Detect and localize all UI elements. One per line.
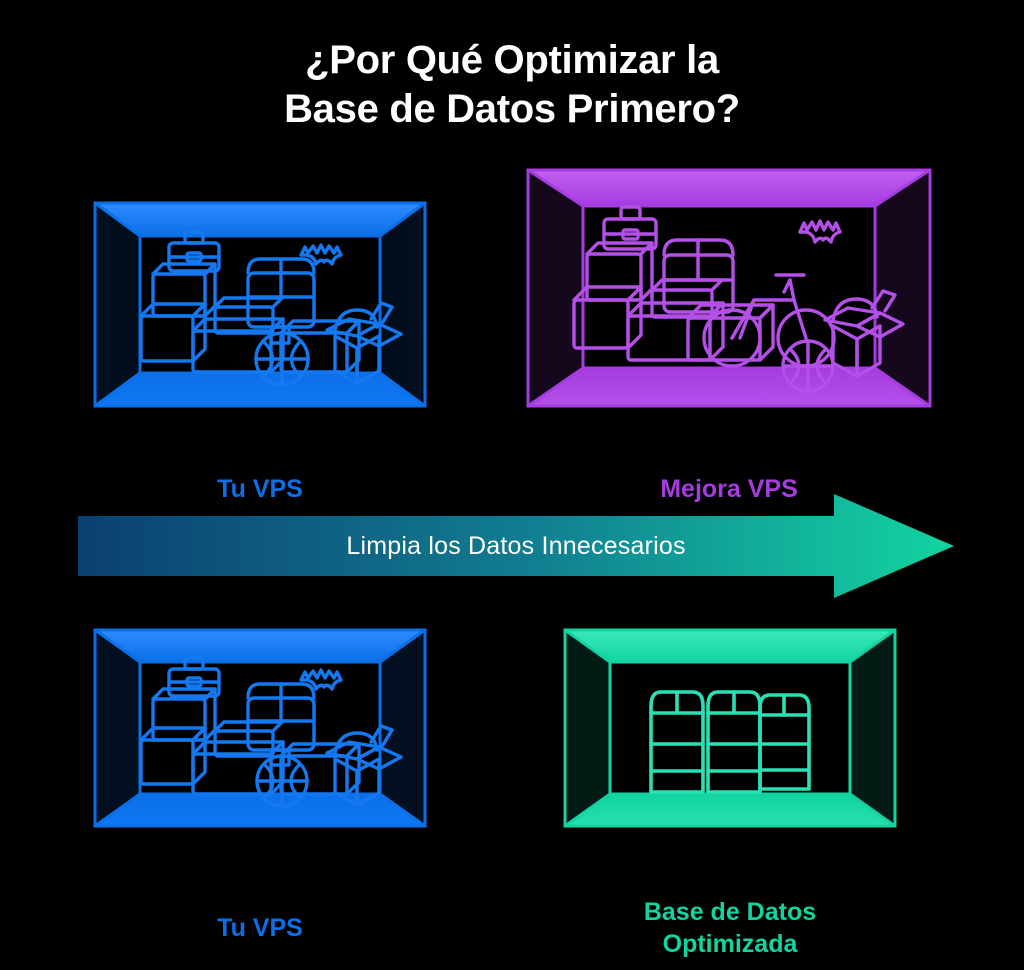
bat-icon [299, 668, 343, 691]
caption-bottom-left: Tu VPS [95, 882, 425, 945]
room-clutter [139, 656, 403, 808]
large-box-center [662, 238, 735, 314]
box-stack-left [572, 241, 654, 350]
room-illustration-bottom-left [93, 628, 427, 828]
caption-top-left: Tu VPS [95, 443, 425, 506]
caption-top-right-text: Mejora VPS [660, 475, 798, 504]
arrow-shape [78, 494, 954, 598]
caption-bottom-right: Base de Datos Optimizada [565, 866, 895, 960]
bat-icon [299, 243, 343, 266]
briefcase-icon [167, 230, 221, 273]
bat-icon [798, 219, 842, 244]
caption-top-right: Mejora VPS [528, 443, 930, 506]
room-illustration-bottom-right [563, 628, 897, 828]
open-gift-box-icon [325, 301, 403, 385]
caption-top-left-text: Tu VPS [217, 475, 303, 504]
page-title-line-1: ¿Por Qué Optimizar la [305, 38, 719, 82]
basketball-icon [255, 754, 309, 808]
briefcase-icon [602, 205, 658, 251]
page-title: ¿Por Qué Optimizar la Base de Datos Prim… [0, 36, 1024, 134]
caption-bottom-left-text: Tu VPS [217, 914, 303, 943]
open-gift-box-icon [325, 724, 403, 807]
room-clutter [139, 230, 403, 387]
basketball-icon [781, 339, 835, 393]
open-gift-box-icon [823, 289, 905, 378]
room-illustration-top-right [526, 168, 932, 408]
briefcase-icon [167, 656, 221, 698]
server-rack [649, 690, 705, 794]
server-racks [649, 690, 811, 794]
box-stack-middle [626, 278, 725, 362]
box-stack-left [139, 262, 217, 363]
box-stack-left [139, 687, 217, 786]
room-shell [563, 628, 897, 828]
room-illustration-top-left [93, 201, 427, 408]
process-arrow [78, 494, 954, 598]
basketball-icon [254, 331, 310, 387]
server-rack [758, 693, 811, 791]
room-clutter [572, 205, 905, 393]
server-rack [706, 690, 762, 794]
caption-bottom-right-text: Base de Datos Optimizada [643, 898, 817, 958]
page-title-line-2: Base de Datos Primero? [284, 86, 740, 131]
room-shell [93, 201, 427, 408]
